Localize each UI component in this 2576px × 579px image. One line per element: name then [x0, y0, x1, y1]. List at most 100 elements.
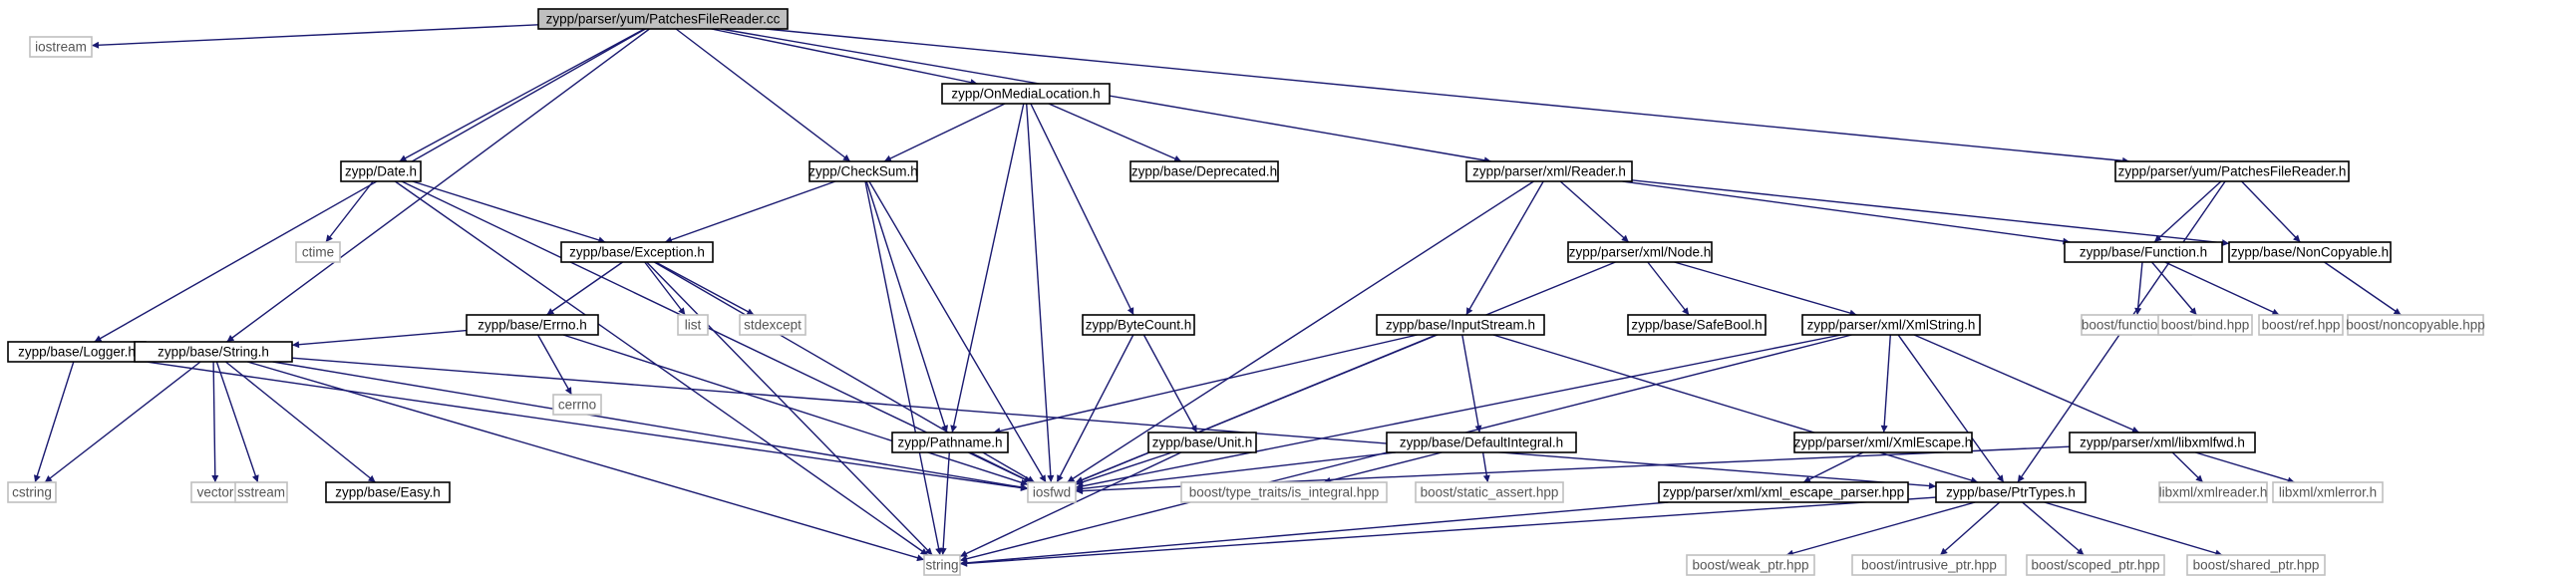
node-checksum[interactable]: zypp/CheckSum.h [808, 160, 918, 182]
node-deprecated[interactable]: zypp/base/Deprecated.h [1129, 160, 1279, 182]
node-exception[interactable]: zypp/base/Exception.h [560, 241, 714, 263]
node-noncopyable[interactable]: zypp/base/NonCopyable.h [2228, 241, 2392, 263]
edge-function-to-boostbind [2150, 261, 2198, 316]
node-box [891, 432, 1009, 453]
node-label: zypp/base/Deprecated.h [1131, 164, 1277, 179]
node-function[interactable]: zypp/base/Function.h [2064, 241, 2223, 263]
node-intrusiveptr: boost/intrusive_ptr.hpp [1851, 554, 2007, 576]
node-box [2064, 241, 2223, 263]
node-box [2069, 432, 2256, 453]
node-unit[interactable]: zypp/base/Unit.h [1147, 432, 1257, 453]
node-node[interactable]: zypp/parser/xml/Node.h [1567, 241, 1713, 263]
node-box [1082, 314, 1195, 336]
node-box [1180, 481, 1388, 503]
node-escparser[interactable]: zypp/parser/xml/xml_escape_parser.hpp [1658, 481, 1909, 503]
edge-defint-to-staticassert [1481, 451, 1490, 483]
node-box [340, 160, 422, 182]
edge-root-to-iostream [91, 24, 539, 49]
node-errno[interactable]: zypp/base/Errno.h [466, 314, 599, 336]
edge-xmlreader-to-noncopyable [1631, 179, 2230, 247]
node-label: zypp/base/Errno.h [478, 318, 587, 333]
edge-libxmlfwd-to-xmlerror_h [2194, 451, 2296, 484]
node-label: boost/scoped_ptr.hpp [2031, 558, 2159, 573]
edge-xmlreader-to-iosfwd [1067, 180, 1534, 483]
node-date[interactable]: zypp/Date.h [340, 160, 422, 182]
node-pathname[interactable]: zypp/Pathname.h [891, 432, 1009, 453]
node-label: libxml/xmlerror.h [2279, 485, 2377, 500]
node-label: boost/shared_ptr.hpp [2193, 558, 2320, 573]
node-box [1147, 432, 1257, 453]
node-safebool[interactable]: zypp/base/SafeBool.h [1627, 314, 1767, 336]
node-box [134, 341, 293, 363]
node-onmedia[interactable]: zypp/OnMediaLocation.h [941, 83, 1111, 105]
edge-noncopyable-to-boostnoncopyable [2324, 261, 2402, 316]
node-xmlreader-h: libxml/xmlreader.h [2158, 481, 2268, 503]
node-box [1386, 432, 1577, 453]
node-xmlreader[interactable]: zypp/parser/xml/Reader.h [1465, 160, 1633, 182]
node-xmlescape[interactable]: zypp/parser/xml/XmlEscape.h [1793, 432, 1973, 453]
node-root[interactable]: zypp/parser/yum/PatchesFileReader.cc [537, 8, 789, 30]
node-box [2026, 554, 2165, 576]
node-label: boost/intrusive_ptr.hpp [1861, 558, 1997, 573]
edge-ptrtypes-to-intrusiveptr [1939, 501, 2001, 556]
node-label: boost/weak_ptr.hpp [1692, 558, 1808, 573]
edge-unit-to-iosfwd [1075, 451, 1173, 486]
node-label: list [685, 318, 702, 333]
edge-string_h-to-cstring [44, 361, 201, 483]
edge-errno-to-iosfwd [562, 334, 1029, 486]
edge-checksum-to-iosfwd [868, 180, 1047, 483]
edge-string_h-to-vector [211, 361, 219, 483]
node-ptrtypes[interactable]: zypp/base/PtrTypes.h [1935, 481, 2087, 503]
edge-xmlstring-to-iosfwd [1075, 334, 1842, 490]
node-xmlerror-h: libxml/xmlerror.h [2272, 481, 2384, 503]
node-xmlstring[interactable]: zypp/parser/xml/XmlString.h [1801, 314, 1981, 336]
node-label: zypp/base/PtrTypes.h [1946, 485, 2076, 500]
node-label: zypp/base/String.h [158, 345, 269, 360]
node-box [29, 36, 93, 58]
node-iosfwd: iosfwd [1027, 481, 1077, 503]
node-sharedptr: boost/shared_ptr.hpp [2186, 554, 2326, 576]
node-label: zypp/Date.h [345, 164, 417, 179]
edge-onmedia-to-bytecount [1030, 103, 1134, 316]
node-string: string [923, 554, 961, 576]
node-box [1129, 160, 1279, 182]
node-label: zypp/base/Easy.h [335, 485, 441, 500]
node-box [295, 241, 341, 263]
node-label: zypp/parser/xml/libxmlfwd.h [2080, 435, 2245, 450]
node-stdexcept: stdexcept [739, 314, 806, 336]
edge-function-to-boostref [2164, 261, 2280, 316]
node-logger[interactable]: zypp/base/Logger.h [7, 341, 147, 363]
node-cstring: cstring [7, 481, 57, 503]
edge-string_h-to-iosfwd [272, 361, 1029, 491]
node-box [2347, 314, 2484, 336]
node-boostnoncopyable: boost/noncopyable.hpp [2346, 314, 2485, 336]
node-box [1658, 481, 1909, 503]
edge-checksum-to-exception [664, 180, 836, 243]
edge-xmlreader-to-node [1559, 180, 1630, 243]
node-libxmlfwd[interactable]: zypp/parser/xml/libxmlfwd.h [2069, 432, 2256, 453]
edge-bytecount-to-unit [1142, 334, 1198, 434]
node-defint[interactable]: zypp/base/DefaultIntegral.h [1386, 432, 1577, 453]
edge-string_h-to-string [247, 361, 925, 562]
node-box [234, 481, 288, 503]
edge-inputstream-to-pathname [993, 334, 1418, 434]
node-box [1935, 481, 2087, 503]
node-sstream: sstream [234, 481, 288, 503]
node-string-h[interactable]: zypp/base/String.h [134, 341, 293, 363]
edge-ptrtypes-to-scopedptr [2022, 501, 2085, 556]
node-box [1567, 241, 1713, 263]
node-label: zypp/base/InputStream.h [1386, 318, 1535, 333]
node-easy[interactable]: zypp/base/Easy.h [325, 481, 451, 503]
node-box [677, 314, 709, 336]
edge-checksum-to-string [864, 180, 943, 556]
node-label: zypp/base/Logger.h [18, 345, 136, 360]
node-box [325, 481, 451, 503]
node-label: zypp/OnMediaLocation.h [951, 87, 1100, 102]
edge-xmlreader-to-function [1622, 180, 2071, 245]
node-label: zypp/base/Unit.h [1152, 435, 1253, 450]
node-label: cerrno [558, 398, 596, 413]
node-box [2272, 481, 2384, 503]
node-pfr-h[interactable]: zypp/parser/yum/PatchesFileReader.h [2114, 160, 2350, 182]
node-inputstream[interactable]: zypp/base/InputStream.h [1376, 314, 1545, 336]
node-bytecount[interactable]: zypp/ByteCount.h [1082, 314, 1195, 336]
